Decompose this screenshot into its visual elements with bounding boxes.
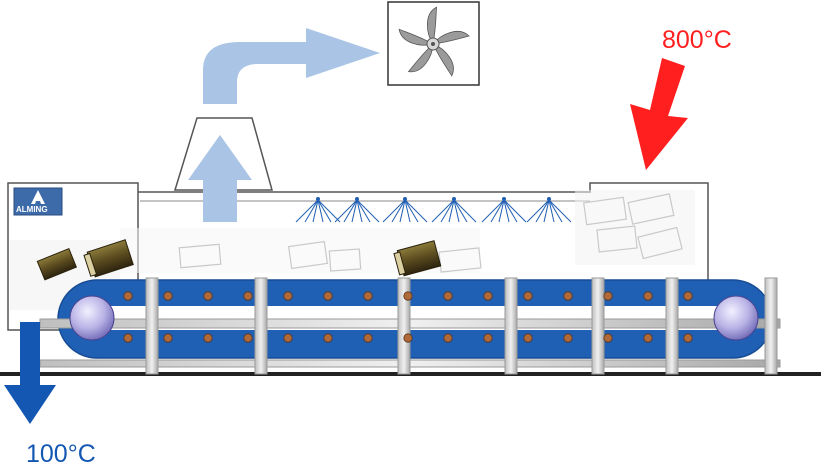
frame-post — [254, 277, 268, 375]
conveyor-roller — [643, 291, 653, 301]
conveyor-roller — [443, 291, 453, 301]
drive-drum-left — [69, 295, 115, 341]
cooled-part — [83, 239, 134, 278]
frame-post — [764, 277, 778, 375]
conveyor-roller — [203, 333, 213, 343]
frame-post — [397, 277, 411, 375]
conveyor-roller — [563, 333, 573, 343]
fan-blade — [398, 28, 435, 46]
brand-logo: ALMING — [13, 187, 63, 216]
conveyor-rollers — [123, 291, 693, 343]
conveyor-roller — [603, 291, 613, 301]
conveyor-roller — [483, 291, 493, 301]
conveyor-roller — [443, 333, 453, 343]
conveyor-roller — [203, 291, 213, 301]
cooled-part — [36, 247, 78, 281]
conveyor-roller — [363, 291, 373, 301]
fan-icon — [387, 1, 480, 86]
spray-nozzle — [431, 197, 477, 223]
conveyor-roller — [563, 291, 573, 301]
arrow-down-icon — [4, 322, 56, 424]
conveyor-roller — [243, 333, 253, 343]
spray-nozzle — [382, 197, 428, 223]
entry-temperature-label: 800°C — [662, 26, 732, 54]
fan-blade — [432, 43, 454, 77]
conveyor-roller — [283, 333, 293, 343]
conveyor-roller — [323, 333, 333, 343]
conveyor-roller — [523, 291, 533, 301]
conveyor-roller — [403, 333, 413, 343]
brand-name: ALMING — [16, 205, 48, 214]
conveyor-roller — [643, 333, 653, 343]
curved-arrow-right-icon — [203, 28, 380, 104]
fan-blade — [432, 31, 470, 45]
conveyor-roller — [523, 333, 533, 343]
cooled-parts — [36, 239, 442, 281]
conveyor-roller — [163, 291, 173, 301]
spray-nozzle — [334, 197, 380, 223]
conveyor-roller — [683, 291, 693, 301]
spray-nozzles — [295, 197, 572, 223]
frame-post — [145, 277, 159, 375]
frame-post — [591, 277, 605, 375]
spray-nozzle — [295, 197, 341, 223]
conveyor-roller — [683, 333, 693, 343]
spray-nozzle — [481, 197, 527, 223]
conveyor-roller — [403, 291, 413, 301]
end-drums — [69, 295, 759, 341]
conveyor-roller — [483, 333, 493, 343]
air-up-arrow — [188, 135, 252, 222]
fan-blade — [407, 43, 434, 73]
conveyor-roller — [363, 333, 373, 343]
conveyor-roller — [163, 333, 173, 343]
conveyor-roller — [243, 291, 253, 301]
spray-nozzle — [526, 197, 572, 223]
conveyor-roller — [323, 291, 333, 301]
exit-temperature-label: 100°C — [26, 440, 96, 466]
frame-post — [504, 277, 518, 375]
conveyor-roller — [283, 291, 293, 301]
arrow-down-left-icon — [630, 58, 688, 170]
drive-drum-right — [713, 295, 759, 341]
conveyor-roller — [123, 291, 133, 301]
conveyor-roller — [603, 333, 613, 343]
fan-blade — [426, 6, 437, 46]
frame-post — [665, 277, 679, 375]
cooled-part — [393, 240, 442, 277]
conveyor-roller — [123, 333, 133, 343]
